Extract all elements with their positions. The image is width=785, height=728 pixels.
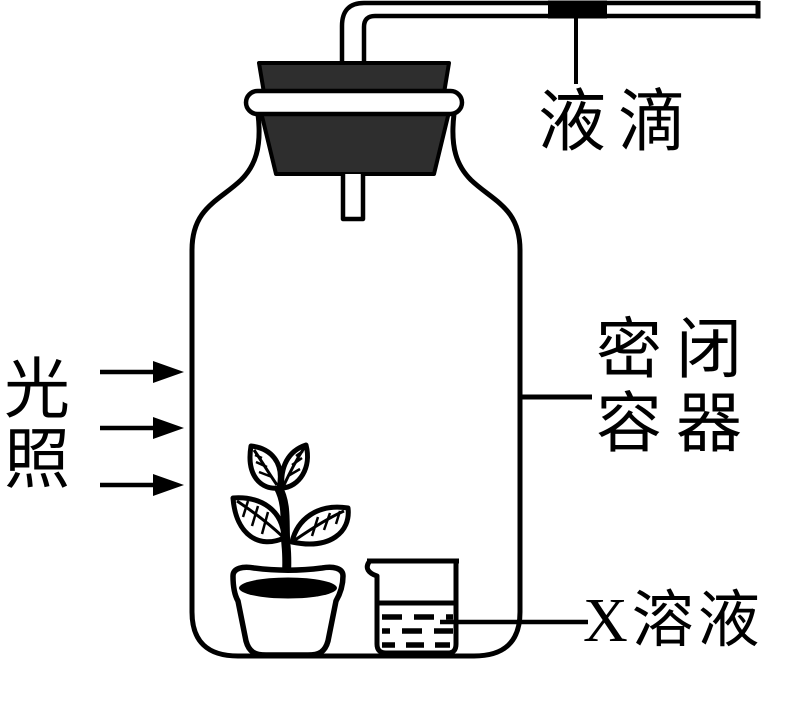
- potted-plant: [230, 442, 351, 658]
- stopper-lower-part: [259, 110, 451, 176]
- beaker: [364, 558, 459, 656]
- beaker-outline: [364, 560, 459, 656]
- plant-leaf: [247, 443, 283, 491]
- tube-inner-line: [361, 13, 758, 66]
- light-arrow: [100, 417, 184, 439]
- light-arrow: [100, 474, 184, 496]
- rubber-stopper: [243, 61, 465, 176]
- bent-glass-tube: [339, 0, 761, 66]
- solution-label: X溶液: [583, 587, 764, 655]
- jar-rim: [243, 88, 465, 117]
- light-arrows: [100, 361, 184, 496]
- droplet-label: 液滴: [538, 84, 699, 160]
- plant-leaf: [289, 504, 351, 547]
- pot-soil: [239, 577, 337, 599]
- plant-leaf: [279, 442, 310, 491]
- light-arrow: [100, 361, 184, 383]
- liquid-droplet-marker: [548, 0, 607, 19]
- container-label: 密闭 容器: [596, 314, 756, 462]
- container-label-line2: 容器: [596, 388, 756, 461]
- solution-dashes: [382, 614, 453, 648]
- container-label-line1: 密闭: [596, 314, 756, 387]
- light-label: 光照: [4, 354, 70, 497]
- inner-tube: [340, 174, 366, 222]
- stopper-upper-part: [257, 61, 451, 95]
- tube-outer-line: [339, 0, 758, 66]
- plant-leaf: [230, 495, 287, 545]
